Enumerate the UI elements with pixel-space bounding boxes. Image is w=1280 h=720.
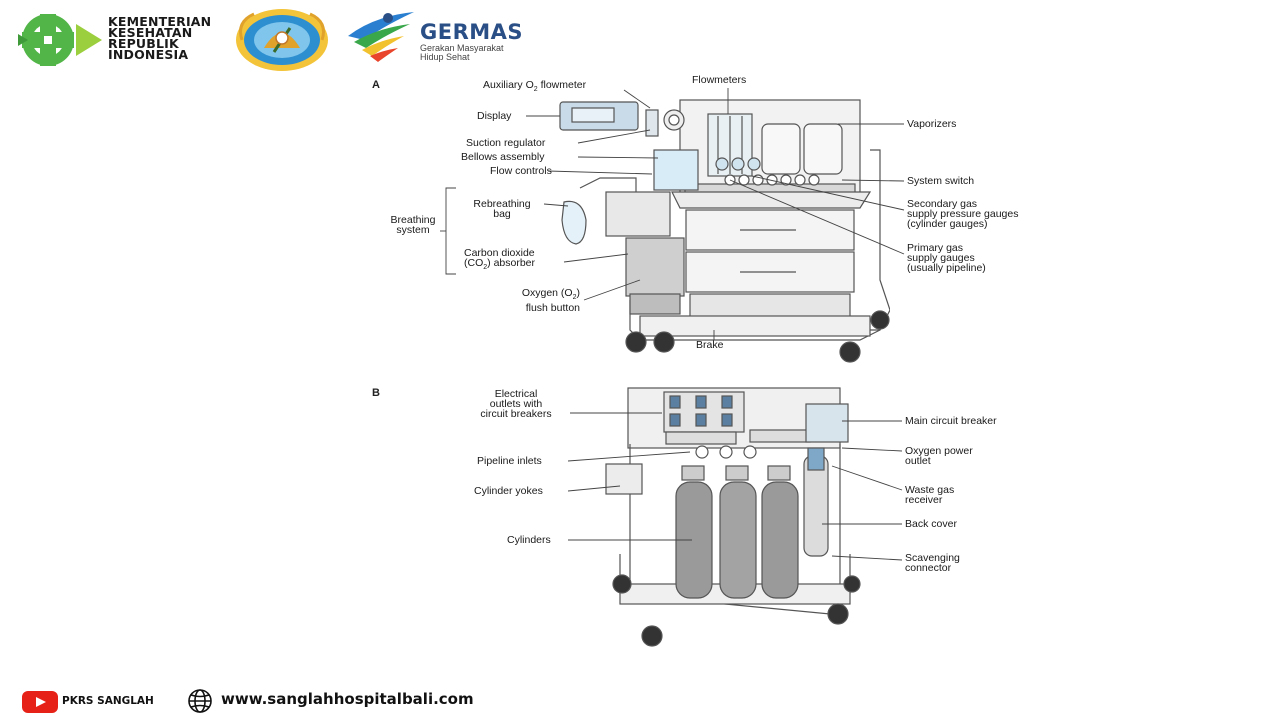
germas-logo-mark	[348, 12, 414, 62]
label-cylinder-yokes: Cylinder yokes	[474, 485, 543, 497]
figure-a-letter: A	[372, 79, 380, 91]
label-co2-absorber: Carbon dioxide (CO2) absorber	[464, 247, 536, 272]
anesthesia-machine-back-drawing	[605, 387, 861, 647]
kemenkes-logo	[18, 14, 102, 66]
label-bellows-assembly: Bellows assembly	[461, 151, 545, 163]
label-display: Display	[477, 110, 512, 122]
germas-subtitle: Gerakan Masyarakat Hidup Sehat	[420, 43, 504, 62]
label-breathing-system: Breathing system	[390, 214, 436, 236]
youtube-channel-label: PKRS SANGLAH	[62, 695, 154, 707]
label-waste-gas-receiver: Waste gas receiver	[905, 484, 955, 506]
label-cylinders: Cylinders	[507, 534, 551, 546]
label-brake: Brake	[696, 339, 724, 351]
label-back-cover: Back cover	[905, 518, 957, 530]
globe-icon	[188, 689, 212, 713]
label-suction-regulator: Suction regulator	[466, 137, 546, 149]
label-oxygen-flush-button: Oxygen (O2) flush button	[521, 287, 580, 315]
anesthesia-machine-front-drawing	[559, 99, 890, 363]
label-oxygen-power-outlet: Oxygen power outlet	[905, 445, 973, 467]
kemenkes-wordmark: KEMENTERIAN KESEHATAN REPUBLIK INDONESIA	[108, 14, 212, 62]
label-main-circuit-breaker: Main circuit breaker	[905, 415, 997, 427]
label-scavenging-connector: Scavenging connector	[905, 552, 960, 574]
germas-title: GERMAS	[420, 20, 524, 44]
website-url: www.sanglahhospitalbali.com	[221, 690, 474, 708]
label-secondary-gas-gauges: Secondary gas supply pressure gauges (cy…	[907, 198, 1019, 230]
label-auxiliary-o2-flowmeter: Auxiliary O2 flowmeter	[483, 79, 587, 94]
label-rebreathing-bag: Rebreathing bag	[473, 198, 531, 220]
label-primary-gas-gauges: Primary gas supply gauges (usually pipel…	[907, 242, 986, 274]
label-flow-controls: Flow controls	[490, 165, 552, 177]
label-pipeline-inlets: Pipeline inlets	[477, 455, 542, 467]
rsup-sanglah-seal	[236, 9, 328, 71]
label-system-switch: System switch	[907, 175, 975, 187]
label-vaporizers: Vaporizers	[907, 118, 957, 130]
label-electrical-outlets: Electrical outlets with circuit breakers	[480, 388, 552, 420]
figure-b-letter: B	[372, 387, 380, 399]
label-flowmeters: Flowmeters	[692, 74, 747, 86]
youtube-icon	[22, 691, 58, 713]
